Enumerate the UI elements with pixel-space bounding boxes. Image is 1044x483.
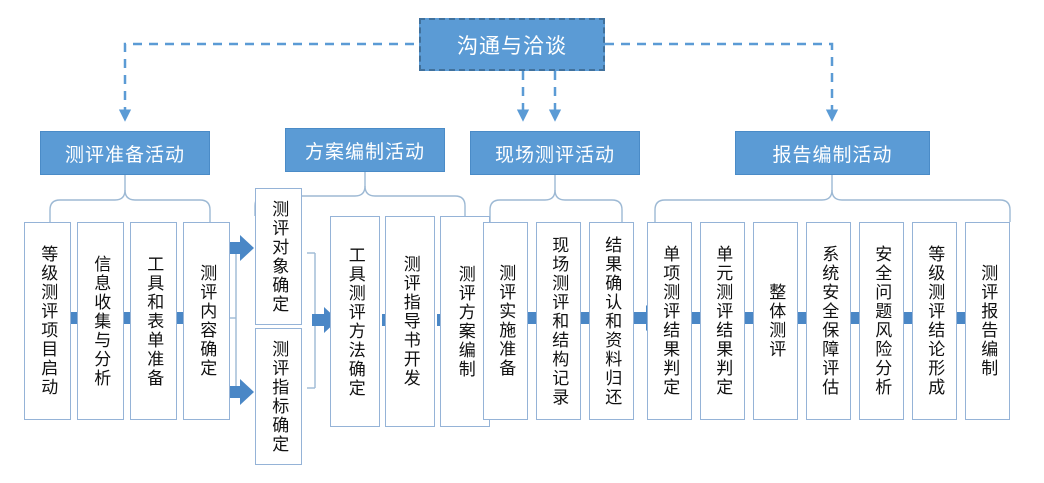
bracket-onsite (489, 175, 623, 222)
step-box[interactable]: 整体测评 (753, 222, 798, 420)
step-label: 等级测评结论形成 (925, 245, 945, 397)
phase-header-onsite[interactable]: 现场测评活动 (470, 131, 640, 175)
step-label: 现场测评和结构记录 (549, 235, 569, 407)
step-box[interactable]: 等级测评结论形成 (912, 222, 957, 420)
step-box[interactable]: 信息收集与分析 (77, 222, 124, 420)
step-box[interactable]: 工具和表单准备 (130, 222, 177, 420)
step-box[interactable]: 测评指标确定 (255, 328, 302, 465)
step-label: 单元测评结果判定 (713, 245, 733, 397)
phase-header-report[interactable]: 报告编制活动 (735, 131, 930, 175)
bracket-prep (49, 175, 211, 222)
step-box[interactable]: 测评报告编制 (965, 222, 1010, 420)
step-label: 测评指导书开发 (400, 255, 420, 388)
step-box[interactable]: 测评内容确定 (183, 222, 230, 420)
phase-label: 测评准备活动 (64, 144, 185, 166)
communication-box-label: 沟通与洽谈 (457, 34, 567, 58)
step-label: 整体测评 (766, 283, 786, 359)
step-box[interactable]: 单元测评结果判定 (700, 222, 745, 420)
step-box[interactable]: 测评对象确定 (255, 188, 302, 325)
step-label: 测评内容确定 (197, 264, 217, 378)
arrow-branch-upper (228, 235, 254, 261)
merge-bracket-branch (307, 252, 323, 389)
step-label: 测评方案编制 (455, 264, 475, 379)
step-label: 信息收集与分析 (91, 254, 111, 388)
phase-header-preparation[interactable]: 测评准备活动 (40, 131, 210, 175)
phase-label: 报告编制活动 (772, 144, 893, 166)
step-label: 测评报告编制 (978, 264, 998, 378)
step-box[interactable]: 安全问题风险分析 (859, 222, 904, 420)
step-box[interactable]: 单项测评结果判定 (647, 222, 692, 420)
communication-box[interactable]: 沟通与洽谈 (419, 18, 605, 71)
step-box[interactable]: 系统安全保障评估 (806, 222, 851, 420)
split-bracket-branch (228, 247, 244, 393)
phase-label: 现场测评活动 (494, 144, 615, 166)
arrow-branch-lower (228, 379, 254, 405)
step-box[interactable]: 结果确认和资料归还 (589, 222, 634, 420)
bracket-report (654, 175, 1011, 222)
step-box[interactable]: 测评指导书开发 (385, 216, 435, 427)
step-label: 结果确认和资料归还 (602, 235, 622, 407)
phase-label: 方案编制活动 (304, 141, 425, 163)
step-label: 单项测评结果判定 (660, 245, 680, 397)
step-label: 工具和表单准备 (144, 254, 164, 388)
step-label: 测评指标确定 (269, 339, 289, 454)
step-label: 工具测评方法确定 (345, 245, 365, 398)
step-label: 测评实施准备 (496, 264, 516, 378)
step-box[interactable]: 工具测评方法确定 (330, 216, 380, 427)
step-box[interactable]: 现场测评和结构记录 (536, 222, 581, 420)
step-label: 测评对象确定 (269, 199, 289, 314)
phase-header-plan[interactable]: 方案编制活动 (285, 128, 445, 172)
step-label: 等级测评项目启动 (38, 245, 58, 397)
step-box[interactable]: 等级测评项目启动 (24, 222, 71, 420)
step-label: 安全问题风险分析 (872, 245, 892, 397)
step-label: 系统安全保障评估 (819, 245, 839, 397)
step-box[interactable]: 测评实施准备 (483, 222, 528, 420)
step-box[interactable]: 测评方案编制 (440, 216, 490, 427)
